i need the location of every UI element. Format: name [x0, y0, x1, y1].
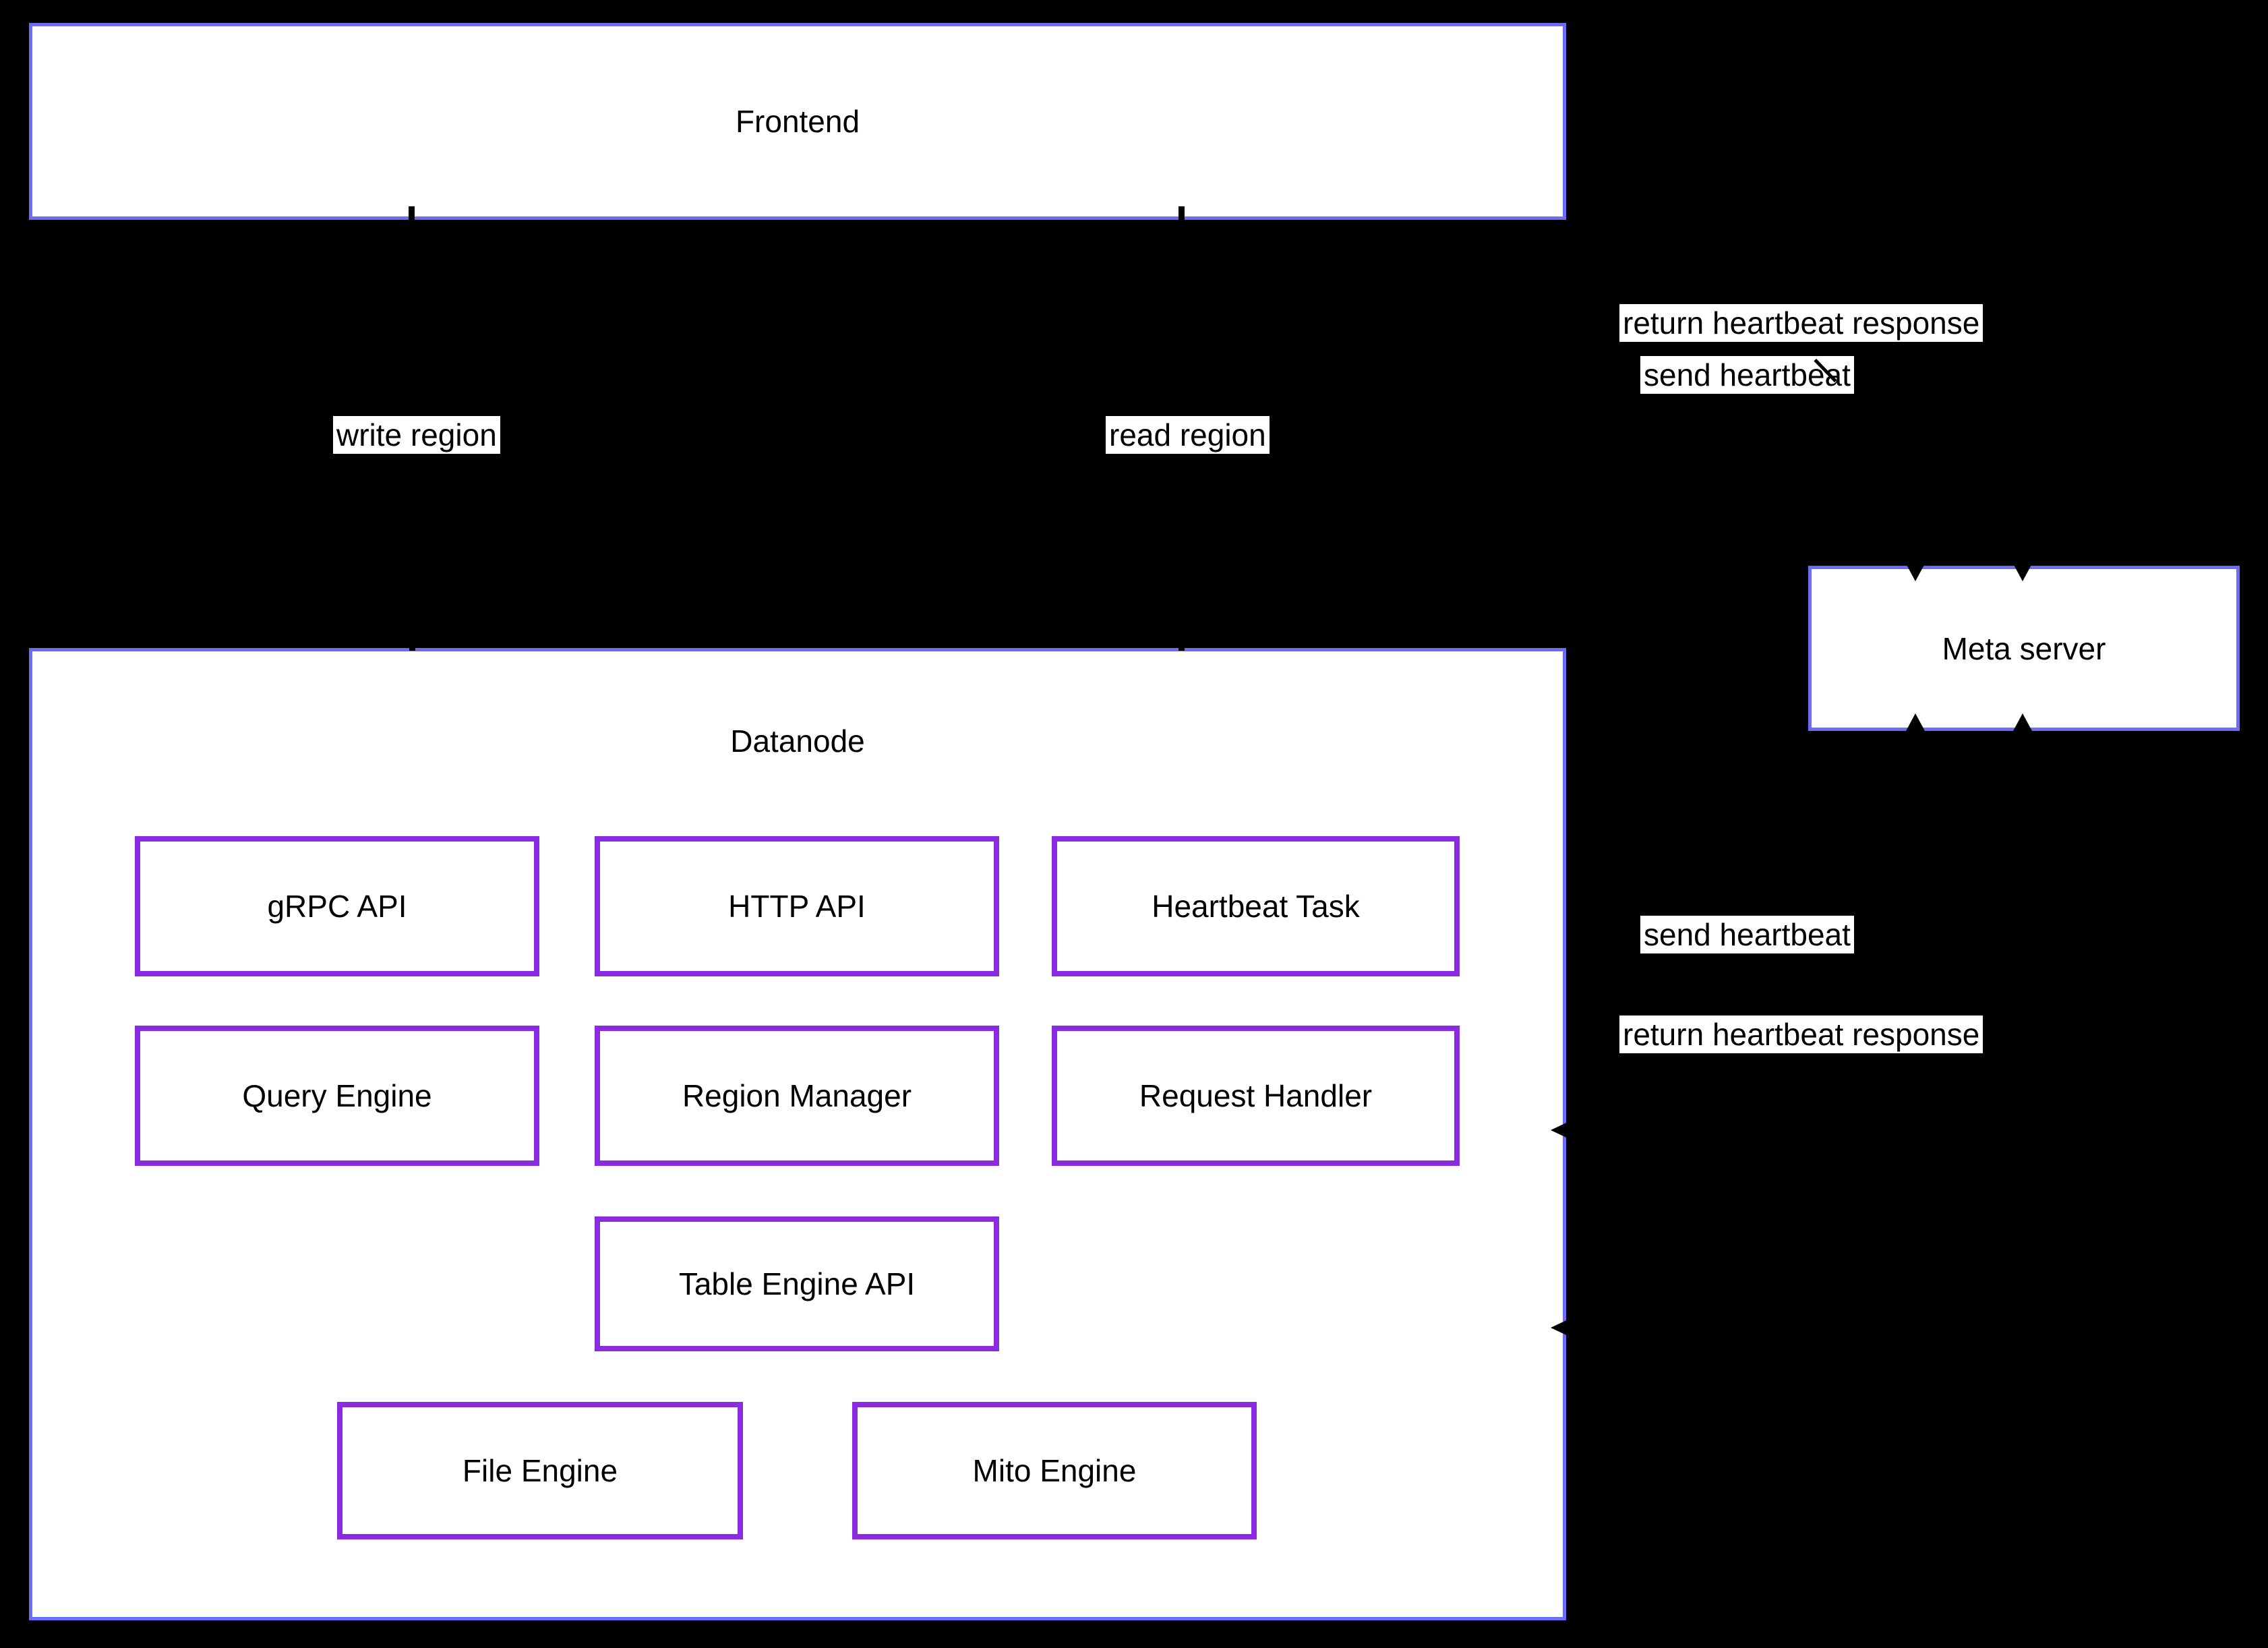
arrowhead-heartbeat-into-datanode-lower [1551, 1316, 1575, 1339]
edge-label-send-heartbeat-top: send heartbeat [1640, 356, 1854, 394]
component-http-api-label: HTTP API [728, 889, 866, 924]
component-query-engine: Query Engine [135, 1026, 539, 1166]
component-heartbeat-task: Heartbeat Task [1052, 836, 1460, 976]
component-mito-engine-label: Mito Engine [972, 1453, 1137, 1488]
arrowhead-read-region-datanode [1178, 635, 1185, 651]
edge-label-send-heartbeat-mid: send heartbeat [1640, 916, 1854, 953]
arrowhead-send-heartbeat-into-meta-left [1906, 564, 1925, 581]
arrowhead-return-heartbeat-into-datanode [1551, 1119, 1575, 1142]
component-table-engine-api-label: Table Engine API [678, 1266, 916, 1301]
edge-stub-write-region-frontend [409, 206, 415, 227]
node-datanode-label: Datanode [730, 724, 865, 759]
edge-label-read-region: read region [1106, 416, 1270, 454]
edge-stub-read-region-frontend [1178, 206, 1185, 227]
component-file-engine: File Engine [337, 1402, 743, 1539]
arrowhead-send-heartbeat-into-meta-center [2013, 564, 2032, 581]
node-meta-server: Meta server [1808, 566, 2240, 731]
node-frontend-label: Frontend [735, 104, 860, 139]
component-http-api: HTTP API [595, 836, 999, 976]
component-grpc-api-label: gRPC API [267, 889, 407, 924]
edge-label-write-region: write region [333, 416, 500, 454]
node-meta-server-label: Meta server [1942, 630, 2106, 666]
component-region-manager-label: Region Manager [682, 1078, 912, 1113]
arrowhead-datanode-heartbeat-into-meta-center [2013, 713, 2032, 731]
arrowhead-write-region-datanode [409, 635, 415, 651]
component-region-manager: Region Manager [595, 1026, 999, 1166]
component-grpc-api: gRPC API [135, 836, 539, 976]
component-request-handler-label: Request Handler [1139, 1078, 1373, 1113]
node-frontend: Frontend [29, 23, 1566, 220]
component-table-engine-api: Table Engine API [595, 1216, 999, 1351]
component-mito-engine: Mito Engine [852, 1402, 1257, 1539]
component-file-engine-label: File Engine [462, 1453, 618, 1488]
component-query-engine-label: Query Engine [242, 1078, 432, 1113]
arrowhead-datanode-heartbeat-into-meta-left [1906, 713, 1925, 731]
edge-label-return-heartbeat-response-mid: return heartbeat response [1619, 1016, 1983, 1053]
component-request-handler: Request Handler [1052, 1026, 1460, 1166]
component-heartbeat-task-label: Heartbeat Task [1152, 889, 1360, 924]
edge-label-return-heartbeat-response-top: return heartbeat response [1619, 304, 1983, 342]
